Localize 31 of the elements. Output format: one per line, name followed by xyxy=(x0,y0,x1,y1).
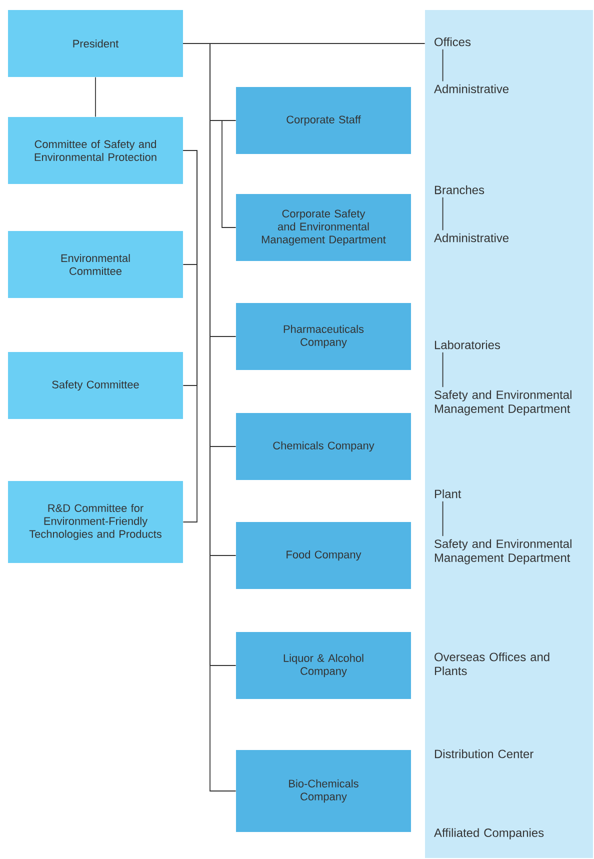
org-box: Chemicals Company xyxy=(236,413,411,480)
org-box: Food Company xyxy=(236,522,411,589)
org-box: Corporate Safety and Environmental Management Department xyxy=(236,194,411,261)
unit-label: Overseas Offices and Plants xyxy=(434,652,550,676)
org-box: Safety Committee xyxy=(8,352,183,419)
connector-line xyxy=(182,150,198,522)
org-box: Corporate Staff xyxy=(236,87,411,154)
org-box: Liquor & Alcohol Company xyxy=(236,632,411,699)
unit-label: Safety and Environmental Management Department xyxy=(434,390,572,416)
connector-line xyxy=(442,196,444,231)
unit-label: Laboratories xyxy=(434,340,500,350)
unit-label: Plant xyxy=(434,489,462,498)
unit-label: Branches xyxy=(434,185,484,194)
unit-label: Affiliated Companies xyxy=(434,828,544,840)
unit-label: Administrative xyxy=(434,233,509,242)
connector-line xyxy=(182,43,236,792)
org-box: Bio-Chemicals Company xyxy=(236,750,411,832)
org-box: Pharmaceuticals Company xyxy=(236,303,411,370)
org-box: Environmental Committee xyxy=(8,231,183,298)
unit-label: Administrative xyxy=(434,84,509,94)
side-panel xyxy=(425,10,593,858)
org-box: Committee of Safety and Environmental Protection xyxy=(8,117,183,184)
connector-line xyxy=(442,48,444,82)
org-box: R&D Committee for Environment-Friendly Technologies and Products xyxy=(8,481,183,563)
connector-line xyxy=(95,76,96,118)
unit-label: Safety and Environmental Management Department xyxy=(434,539,572,564)
connector-line xyxy=(442,352,444,388)
unit-label: Distribution Center xyxy=(434,749,534,758)
org-box: President xyxy=(8,10,183,77)
unit-label: Offices xyxy=(434,37,471,46)
connector-line xyxy=(442,500,444,536)
